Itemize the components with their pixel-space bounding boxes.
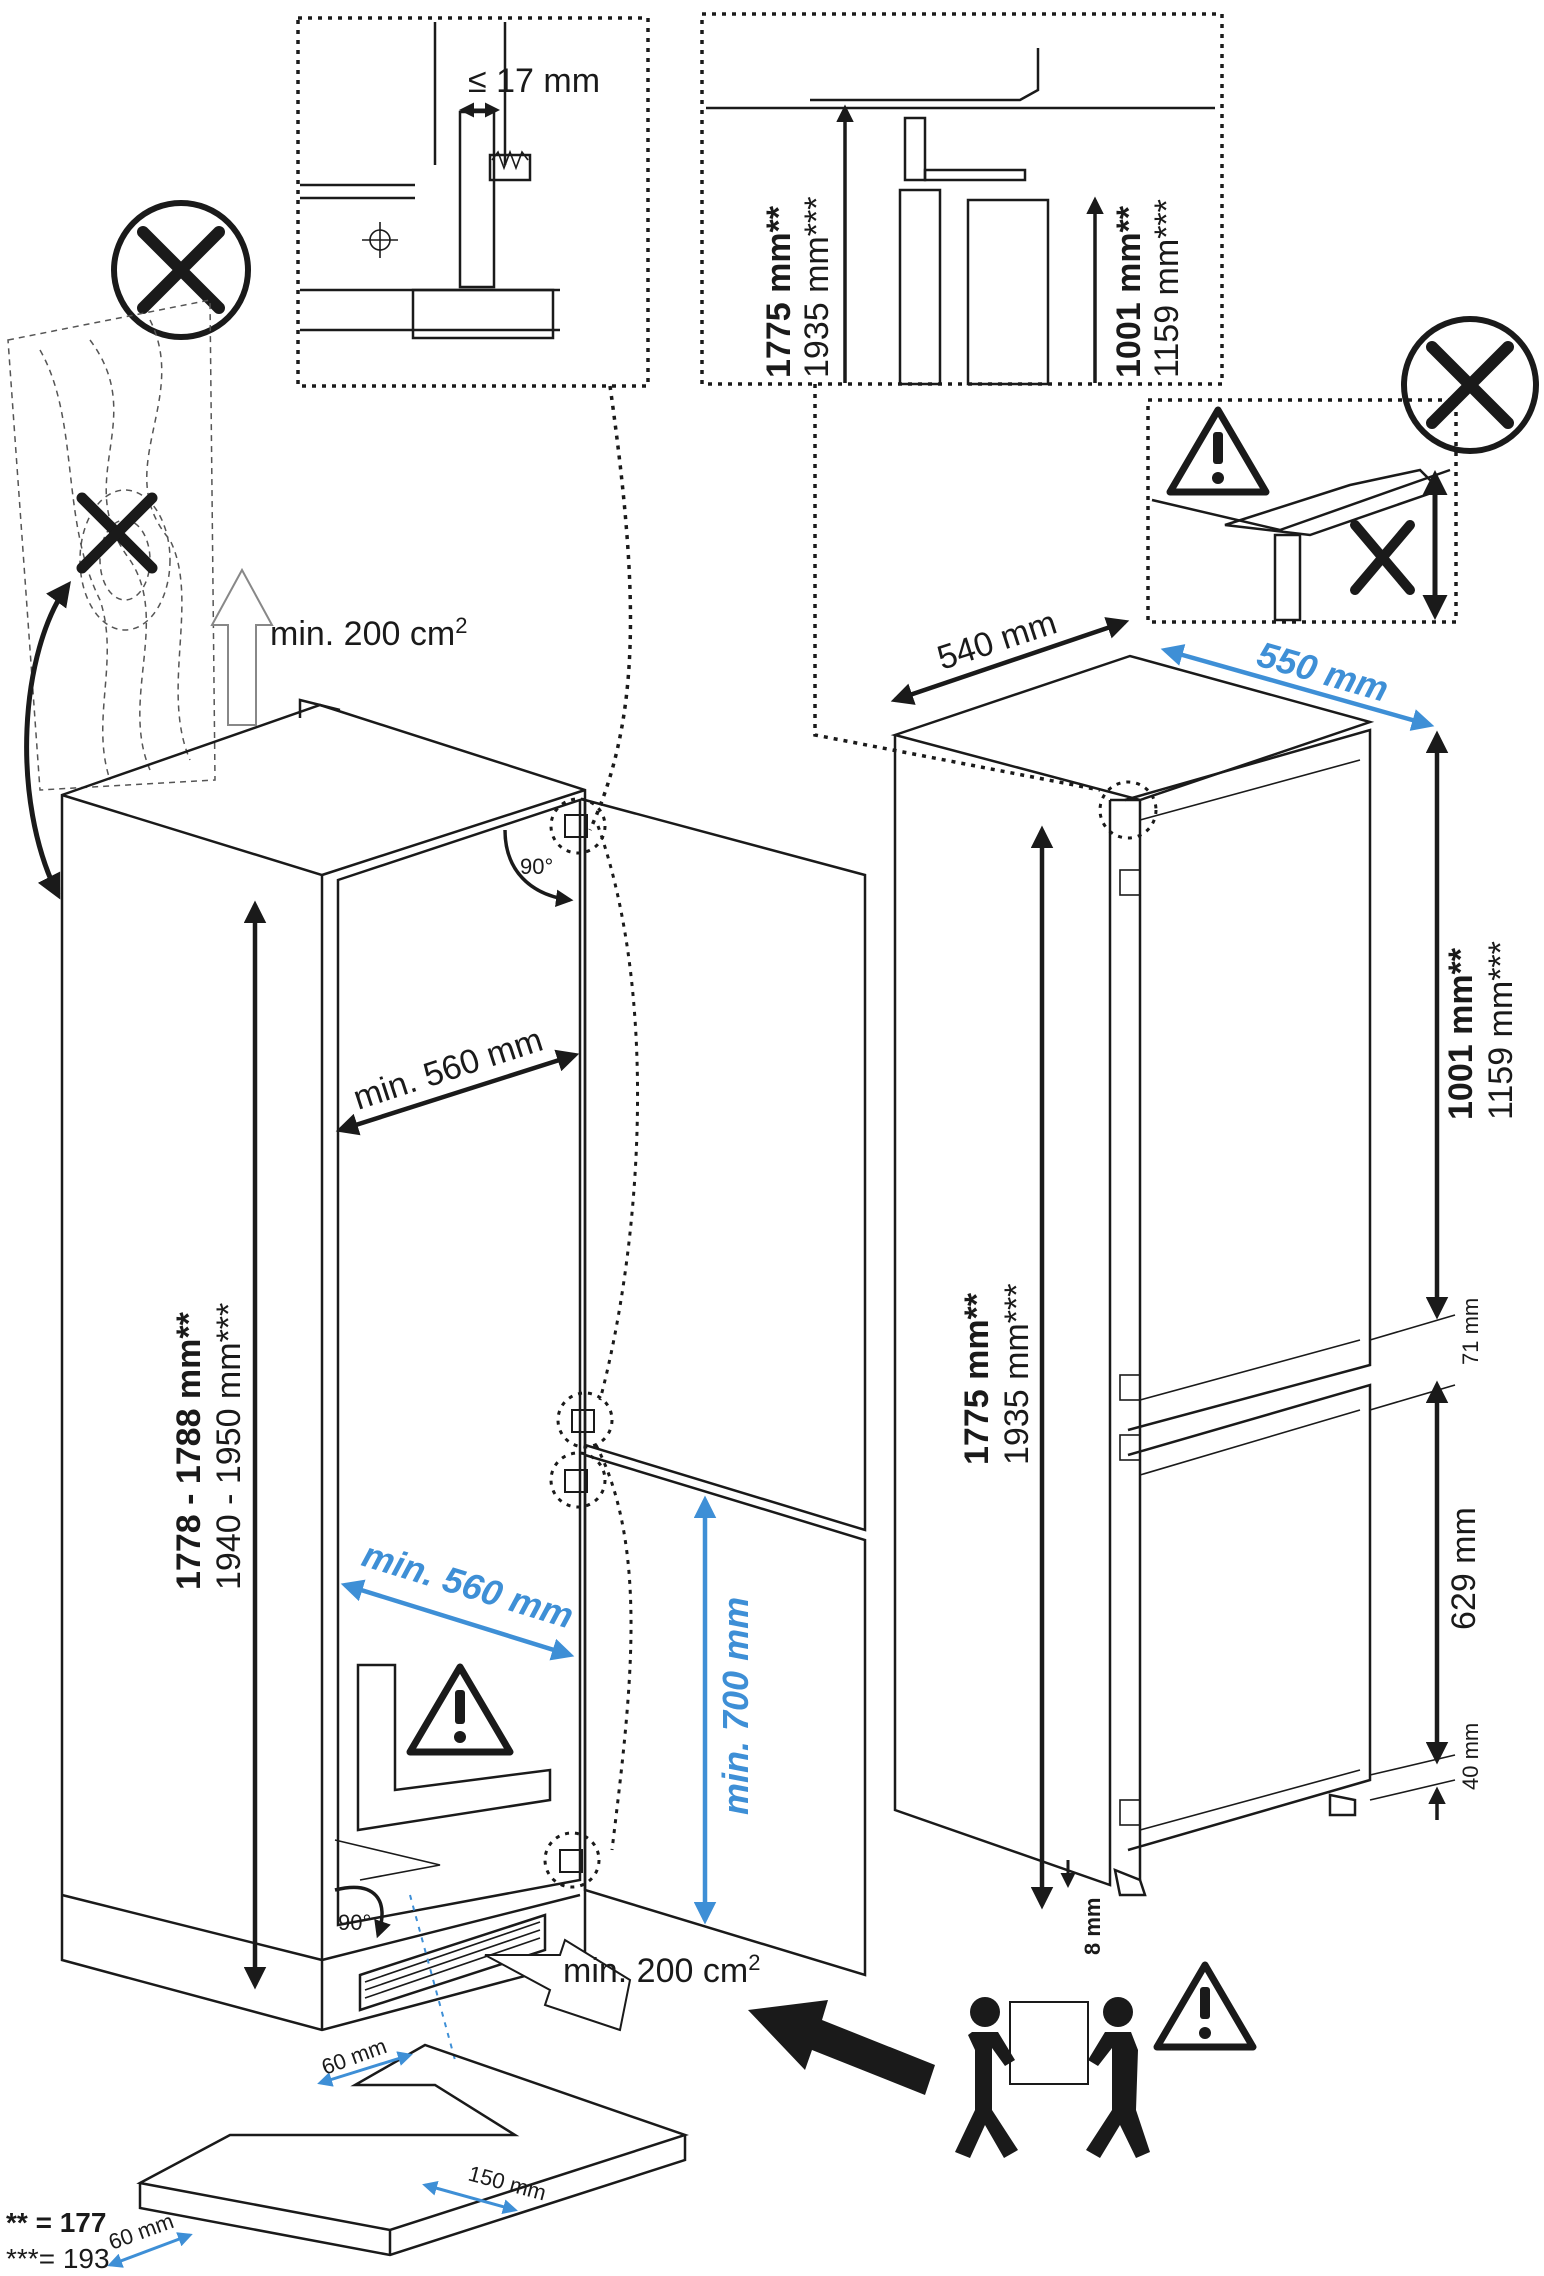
niche-height-alt: 1940 - 1950 mm*** <box>210 1303 248 1590</box>
height-detail-box: 1775 mm** 1935 mm*** 1001 mm** 1159 mm**… <box>700 12 1224 386</box>
airflow-arrow-icon <box>484 1938 632 2032</box>
warning-triangle-icon <box>1153 1961 1257 2051</box>
appliance-gap-mid: 71 mm <box>1458 1298 1483 1365</box>
appliance-height-bold: 1775 mm** <box>958 1292 996 1465</box>
insert-direction-arrow <box>748 2000 935 2095</box>
prohibited-x-icon <box>111 200 251 340</box>
detail-height-alt: 1935 mm*** <box>798 197 836 378</box>
appliance-depth-arrow <box>890 617 1130 705</box>
hinge-detail-box: ≤ 17 mm <box>296 16 650 388</box>
warning-triangle-icon <box>1166 406 1270 496</box>
niche-height-bold: 1778 - 1788 mm** <box>170 1311 208 1590</box>
legend-triple-star: ***= 193 <box>6 2243 110 2274</box>
appliance-width-blue-label: 550 mm <box>1253 633 1393 709</box>
plinth-depth-a: 60 mm <box>105 2208 177 2254</box>
appliance-body <box>890 654 1375 1897</box>
detail-freezer-bold: 1001 mm** <box>1110 205 1148 378</box>
appliance-upper-bold: 1001 mm** <box>1442 947 1480 1120</box>
plinth-cutout <box>107 2043 689 2268</box>
detail-leader-right <box>813 384 1101 792</box>
appliance-gap-bottom: 40 mm <box>1458 1723 1483 1790</box>
two-person-carry-icon <box>955 1997 1150 2158</box>
legend-double-star: ** = 177 <box>6 2207 106 2238</box>
appliance-height-alt: 1935 mm*** <box>998 1284 1036 1465</box>
warning-triangle-icon <box>406 1663 514 1756</box>
detail-leader-left <box>588 385 633 831</box>
angle-bottom-label: 90° <box>338 1910 371 1935</box>
door-height-blue-label: min. 700 mm <box>715 1597 756 1815</box>
niche-width-blue-arrow <box>340 1579 575 1661</box>
niche-width-arrow <box>335 1049 580 1136</box>
niche-width-label: min. 560 mm <box>349 1021 548 1118</box>
vent-bottom-label: min. 200 cm2 <box>563 1950 760 1990</box>
prohibited-x-icon <box>1401 316 1539 454</box>
airflow-arrow-icon <box>210 567 274 726</box>
appliance-width-blue-arrow <box>1160 644 1435 731</box>
detail-height-bold: 1775 mm** <box>760 205 798 378</box>
appliance-lower-label: 629 mm <box>1445 1507 1483 1630</box>
angle-top-label: 90° <box>520 854 553 879</box>
detail-freezer-alt: 1159 mm*** <box>1148 199 1186 378</box>
vent-top-label: min. 200 cm2 <box>270 613 467 653</box>
appliance-upper-alt: 1159 mm*** <box>1482 941 1520 1120</box>
no-lift-detail-box <box>1146 398 1458 624</box>
appliance-foot-label: 8 mm <box>1080 1898 1105 1955</box>
hinge-gap-label: ≤ 17 mm <box>468 62 600 100</box>
wood-wall <box>7 299 216 900</box>
